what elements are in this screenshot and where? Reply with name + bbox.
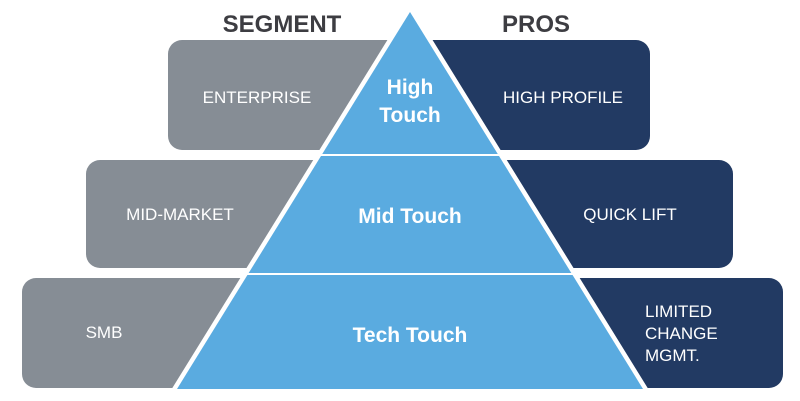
pros-label-limited: LIMITED [645,302,712,321]
pros-label-mgmt: MGMT. [645,346,700,365]
segment-header: SEGMENT [223,11,342,38]
pros-header: PROS [502,11,570,38]
segment-label-smb: SMB [86,323,123,342]
pros-label-change: CHANGE [645,324,718,343]
tier-label-tech-touch: Tech Touch [353,324,468,347]
pros-label-quick-lift: QUICK LIFT [583,205,677,224]
segment-label-mid-market: MID-MARKET [126,205,234,224]
tier-label-high-touch-line2: Touch [379,104,440,127]
tier-label-high-touch-line1: High [387,76,434,99]
segment-label-enterprise: ENTERPRISE [203,88,312,107]
pros-label-high-profile: HIGH PROFILE [503,88,623,107]
pyramid [177,12,643,389]
tier-label-mid-touch: Mid Touch [358,205,461,228]
